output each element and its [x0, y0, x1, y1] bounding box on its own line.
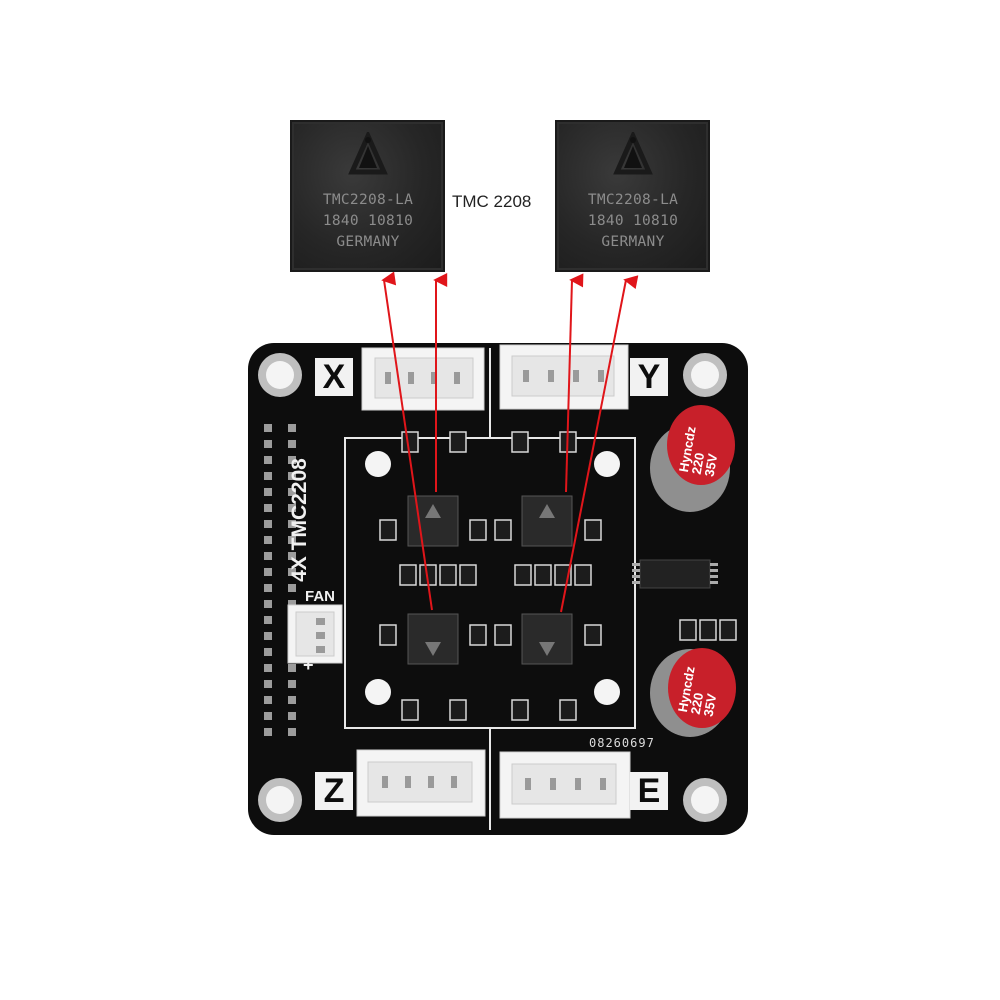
header-pad [288, 504, 296, 512]
header-pad [264, 712, 272, 720]
header-pad [264, 440, 272, 448]
header-pad [288, 728, 296, 736]
header-pad [288, 552, 296, 560]
header-pad [288, 568, 296, 576]
header-pad [288, 664, 296, 672]
smd-part [584, 624, 602, 646]
smd-part [401, 699, 419, 721]
chip-marking-code: 1840 10810 [322, 213, 414, 229]
chip-closeup-left: TMC2208-LA 1840 10810 GERMANY [290, 120, 445, 272]
regulator-ic [632, 559, 718, 589]
smd-part [699, 619, 717, 641]
smd-part [449, 699, 467, 721]
smd-part [511, 699, 529, 721]
driver-chips [407, 495, 573, 665]
smd-part [559, 699, 577, 721]
chip-marking-origin: GERMANY [336, 234, 400, 250]
smd-part [719, 619, 737, 641]
connector-x [361, 347, 485, 411]
header-pad [288, 696, 296, 704]
header-pad [288, 440, 296, 448]
header-pad [288, 536, 296, 544]
header-pad [288, 712, 296, 720]
header-pad [288, 472, 296, 480]
fan-polarity: + [303, 655, 314, 675]
header-pad [288, 680, 296, 688]
header-pad [288, 600, 296, 608]
connector-y [499, 344, 629, 410]
smd-part [379, 519, 397, 541]
connector-z [356, 749, 486, 817]
smd-components [379, 431, 737, 721]
header-pad [264, 728, 272, 736]
header-pad [288, 488, 296, 496]
axis-label-e: E [630, 772, 668, 810]
connector-e [499, 751, 631, 819]
trinamic-logo-icon [613, 132, 653, 175]
chip-closeup-right: TMC2208-LA 1840 10810 GERMANY [555, 120, 710, 272]
driver-board [248, 343, 748, 835]
axis-label-z: Z [315, 772, 353, 810]
header-pad [264, 520, 272, 528]
header-pad [264, 632, 272, 640]
header-pad [288, 584, 296, 592]
smd-part [459, 564, 477, 586]
header-pad [264, 504, 272, 512]
smd-part [511, 431, 529, 453]
smd-part [469, 519, 487, 541]
header-pad [264, 568, 272, 576]
smd-part [494, 519, 512, 541]
connector-fan [287, 604, 343, 664]
capacitor-label-bottom: Hyncdz 220 35V [675, 665, 722, 718]
smd-part [584, 519, 602, 541]
header-pad [264, 616, 272, 624]
header-pad [288, 424, 296, 432]
smd-part [514, 564, 532, 586]
header-pad [264, 552, 272, 560]
axis-label-y: Y [630, 358, 668, 396]
header-pad [264, 600, 272, 608]
chip-marking-code: 1840 10810 [587, 213, 679, 229]
chip-marking-part: TMC2208-LA [322, 192, 414, 208]
serial-number: 08260697 [589, 736, 655, 750]
fan-label: FAN [305, 588, 335, 605]
header-pad [264, 472, 272, 480]
axis-label-x: X [315, 358, 353, 396]
header-pad [264, 664, 272, 672]
board-title: 4X TMC2208 [288, 458, 311, 582]
pointer-arrows [381, 271, 639, 613]
header-pad [264, 584, 272, 592]
capacitor-label-top: Hyncdz 220 35V [676, 425, 723, 478]
smd-part [494, 624, 512, 646]
header-pad [264, 536, 272, 544]
smd-part [379, 624, 397, 646]
smd-part [469, 624, 487, 646]
chip-marking-part: TMC2208-LA [587, 192, 679, 208]
caption: TMC 2208 [452, 192, 532, 211]
header-pad [264, 680, 272, 688]
mounting-holes [258, 353, 727, 822]
header-pad [288, 520, 296, 528]
smd-part [679, 619, 697, 641]
header-pad [288, 456, 296, 464]
smd-part [449, 431, 467, 453]
trinamic-logo-icon [348, 132, 388, 175]
header-pad [264, 456, 272, 464]
smd-part [439, 564, 457, 586]
motor-connectors [287, 344, 631, 819]
header-pad [264, 488, 272, 496]
smd-part [399, 564, 417, 586]
header-pad [264, 696, 272, 704]
header-pad [264, 424, 272, 432]
smd-part [574, 564, 592, 586]
chip-marking-origin: GERMANY [601, 234, 665, 250]
electrolytic-capacitors [650, 405, 736, 737]
smd-part [401, 431, 419, 453]
smd-part [534, 564, 552, 586]
pin-header [264, 424, 296, 736]
header-pad [264, 648, 272, 656]
